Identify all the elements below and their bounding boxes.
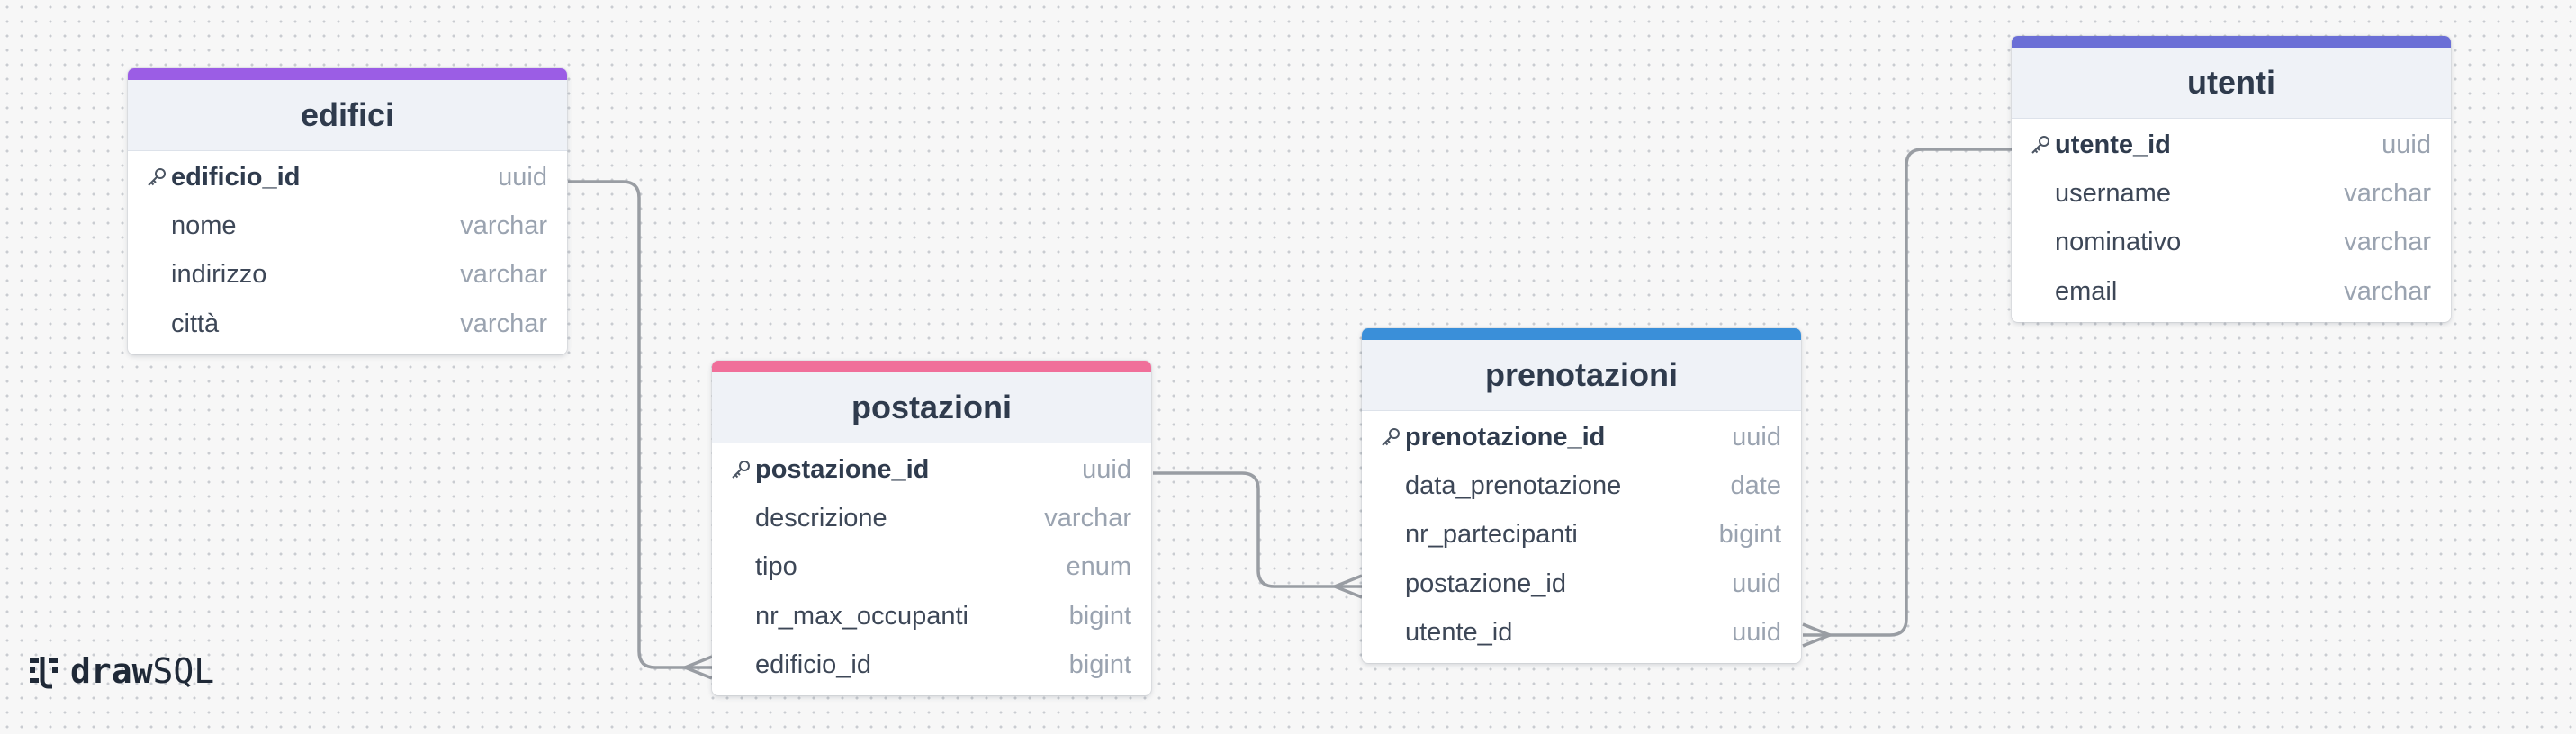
column-row[interactable]: nr_partecipanti bigint [1362, 511, 1801, 559]
logo-text-draw: draw [70, 651, 153, 691]
column-name: edificio_id [171, 162, 301, 192]
column-name: postazione_id [755, 454, 930, 484]
column-name: indirizzo [171, 260, 267, 290]
column-row[interactable]: descrizione varchar [712, 494, 1151, 542]
crow-foot-icon [684, 655, 713, 680]
table-name: utenti [2187, 64, 2275, 101]
table-header[interactable]: edifici [128, 80, 567, 151]
column-name: postazione_id [1405, 568, 1566, 598]
column-name: prenotazione_id [1405, 422, 1606, 452]
column-type: varchar [460, 211, 547, 241]
table-edifici[interactable]: edifici edificio_id uuid nome varchar in… [128, 68, 567, 354]
column-row[interactable]: nominativo varchar [2012, 219, 2451, 267]
relation-edifici-postazioni[interactable] [568, 180, 712, 669]
relation-postazioni-prenotazioni[interactable] [1153, 471, 1362, 588]
crow-foot-icon [1802, 622, 1831, 648]
column-name: nr_max_occupanti [755, 601, 968, 631]
table-header[interactable]: prenotazioni [1362, 340, 1801, 411]
column-type: varchar [1044, 504, 1131, 533]
relation-utenti-prenotazioni[interactable] [1803, 148, 2012, 637]
column-name: tipo [755, 552, 797, 582]
column-type: uuid [1082, 454, 1131, 484]
key-icon [1382, 428, 1400, 446]
table-utenti[interactable]: utenti utente_id uuid username varchar n… [2012, 36, 2451, 322]
column-type: enum [1066, 552, 1131, 582]
crow-foot-icon [1334, 574, 1363, 599]
column-name: utente_id [1405, 618, 1513, 648]
column-row[interactable]: username varchar [2012, 169, 2451, 218]
column-name: username [2055, 179, 2171, 209]
column-name: descrizione [755, 504, 887, 533]
table-postazioni[interactable]: postazioni postazione_id uuid descrizion… [712, 361, 1151, 695]
column-type: varchar [460, 260, 547, 290]
column-name: email [2055, 276, 2118, 306]
column-type: bigint [1718, 520, 1781, 550]
column-name: data_prenotazione [1405, 471, 1622, 501]
column-type: varchar [2344, 276, 2431, 306]
table-color-bar [1362, 328, 1801, 340]
table-prenotazioni[interactable]: prenotazioni prenotazione_id uuid data_p… [1362, 328, 1801, 663]
column-name: nominativo [2055, 228, 2182, 257]
column-name: utente_id [2055, 130, 2171, 159]
column-row[interactable]: prenotazione_id uuid [1362, 413, 1801, 461]
column-type: uuid [1732, 568, 1781, 598]
column-type: bigint [1068, 650, 1131, 680]
column-type: uuid [2382, 130, 2431, 159]
column-row[interactable]: utente_id uuid [2012, 121, 2451, 169]
drawsql-logo-icon [30, 657, 58, 689]
column-name: città [171, 309, 220, 338]
table-color-bar [128, 68, 567, 80]
column-row[interactable]: indirizzo varchar [128, 251, 567, 300]
key-icon [732, 461, 750, 479]
column-type: bigint [1068, 601, 1131, 631]
column-row[interactable]: postazione_id uuid [712, 445, 1151, 494]
column-type: uuid [1732, 422, 1781, 452]
column-name: nome [171, 211, 237, 241]
column-row[interactable]: data_prenotazione date [1362, 461, 1801, 510]
column-row[interactable]: edificio_id bigint [712, 641, 1151, 690]
table-name: edifici [300, 96, 395, 133]
table-color-bar [2012, 36, 2451, 48]
column-type: uuid [1732, 618, 1781, 648]
logo-text-sql: SQL [152, 651, 215, 691]
column-type: varchar [460, 309, 547, 338]
column-row[interactable]: tipo enum [712, 543, 1151, 592]
key-icon [2031, 136, 2049, 154]
column-row[interactable]: nome varchar [128, 201, 567, 250]
column-type: varchar [2344, 228, 2431, 257]
column-row[interactable]: postazione_id uuid [1362, 559, 1801, 608]
column-name: nr_partecipanti [1405, 520, 1578, 550]
table-name: postazioni [851, 389, 1012, 425]
column-row[interactable]: nr_max_occupanti bigint [712, 592, 1151, 640]
column-type: uuid [498, 162, 547, 192]
table-name: prenotazioni [1485, 356, 1678, 393]
column-row[interactable]: email varchar [2012, 267, 2451, 316]
column-row[interactable]: utente_id uuid [1362, 609, 1801, 658]
table-color-bar [712, 361, 1151, 372]
table-header[interactable]: utenti [2012, 48, 2451, 119]
table-header[interactable]: postazioni [712, 372, 1151, 443]
column-row[interactable]: edificio_id uuid [128, 153, 567, 201]
key-icon [148, 168, 166, 186]
column-type: varchar [2344, 179, 2431, 209]
column-type: date [1730, 471, 1781, 501]
column-row[interactable]: città varchar [128, 300, 567, 348]
column-name: edificio_id [755, 650, 871, 680]
